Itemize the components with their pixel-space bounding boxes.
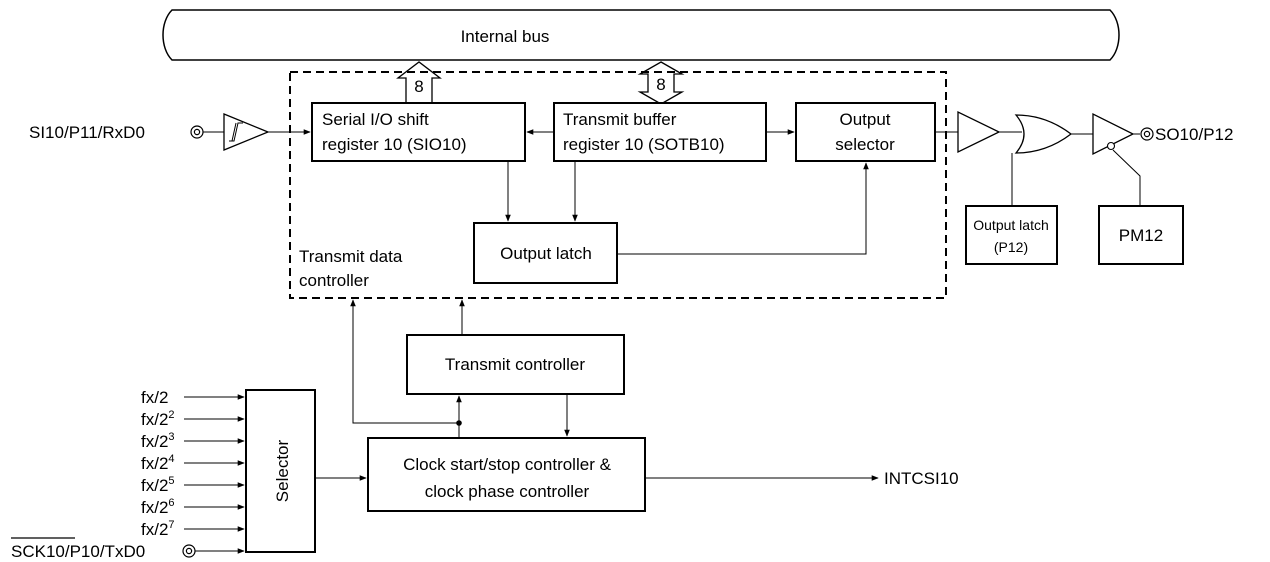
clock-input-label: fx/25	[141, 475, 175, 495]
so-pin-label: SO10/P12	[1155, 125, 1233, 144]
pm12-register: PM12	[1098, 205, 1184, 265]
pm12-wire	[1112, 149, 1141, 206]
clock-to-tdc-arrow	[350, 299, 459, 424]
transmit-data-controller-boundary	[289, 71, 947, 299]
internal-bus: Internal bus	[162, 9, 1120, 61]
p12-latch-label-1: Output latch	[973, 217, 1049, 233]
transmit-controller: Transmit controller	[406, 334, 625, 395]
intcsi-label: INTCSI10	[884, 469, 959, 488]
sck-pin-label: SCK10/P10/TxD0	[11, 542, 145, 561]
transmit-data-controller-label-2: controller	[299, 271, 369, 290]
serial-io-shift-register: Serial I/O shift register 10 (SIO10)	[311, 102, 526, 162]
sotb-label-2: register 10 (SOTB10)	[563, 135, 725, 154]
p12-latch-label-2: (P12)	[994, 239, 1028, 255]
si-pin-label: SI10/P11/RxD0	[29, 123, 145, 142]
junction-dot	[456, 420, 462, 426]
transmit-data-controller-label-1: Transmit data	[299, 247, 403, 266]
clock-controller: Clock start/stop controller & clock phas…	[367, 437, 646, 512]
bus-width-left-label: 8	[414, 77, 423, 96]
clock-selector: Selector	[245, 389, 316, 553]
clock-input-label: fx/26	[141, 497, 175, 517]
output-buffer	[957, 110, 1001, 154]
clock-input-label: fx/22	[141, 409, 175, 429]
output-selector-label-2: selector	[835, 135, 895, 154]
so-pin-terminal	[1140, 127, 1154, 141]
pm12-label: PM12	[1119, 226, 1163, 245]
or-gate	[1014, 114, 1073, 154]
sotb-label-1: Transmit buffer	[563, 110, 677, 129]
clock-input-label: fx/2	[141, 388, 168, 407]
clock-controller-label-2: clock phase controller	[425, 482, 590, 501]
output-latch: Output latch	[473, 222, 618, 284]
schmitt-buffer	[223, 113, 270, 151]
output-selector: Output selector	[795, 102, 936, 162]
output-selector-label-1: Output	[839, 110, 890, 129]
transmit-controller-label: Transmit controller	[445, 355, 585, 374]
bus-arrow-left: 8	[396, 61, 442, 104]
clock-input-label: fx/23	[141, 431, 175, 451]
latch-to-selector-arrow	[617, 162, 869, 255]
bus-arrow-right: 8	[637, 61, 685, 105]
transmit-buffer-register: Transmit buffer register 10 (SOTB10)	[553, 102, 767, 162]
sio-label-1: Serial I/O shift	[322, 110, 429, 129]
output-latch-label: Output latch	[500, 244, 592, 263]
clock-controller-label-1: Clock start/stop controller &	[403, 455, 612, 474]
p12-output-latch: Output latch (P12)	[965, 205, 1058, 265]
si-pin-terminal	[190, 125, 204, 139]
clock-input-label: fx/27	[141, 519, 175, 539]
internal-bus-label: Internal bus	[461, 27, 550, 46]
selector-label: Selector	[273, 439, 292, 502]
tristate-enable-bubble	[1106, 141, 1116, 151]
clock-input-label: fx/24	[141, 453, 175, 473]
sck-pin-terminal	[182, 544, 196, 558]
sio-label-2: register 10 (SIO10)	[322, 135, 467, 154]
bus-width-right-label: 8	[656, 75, 665, 94]
